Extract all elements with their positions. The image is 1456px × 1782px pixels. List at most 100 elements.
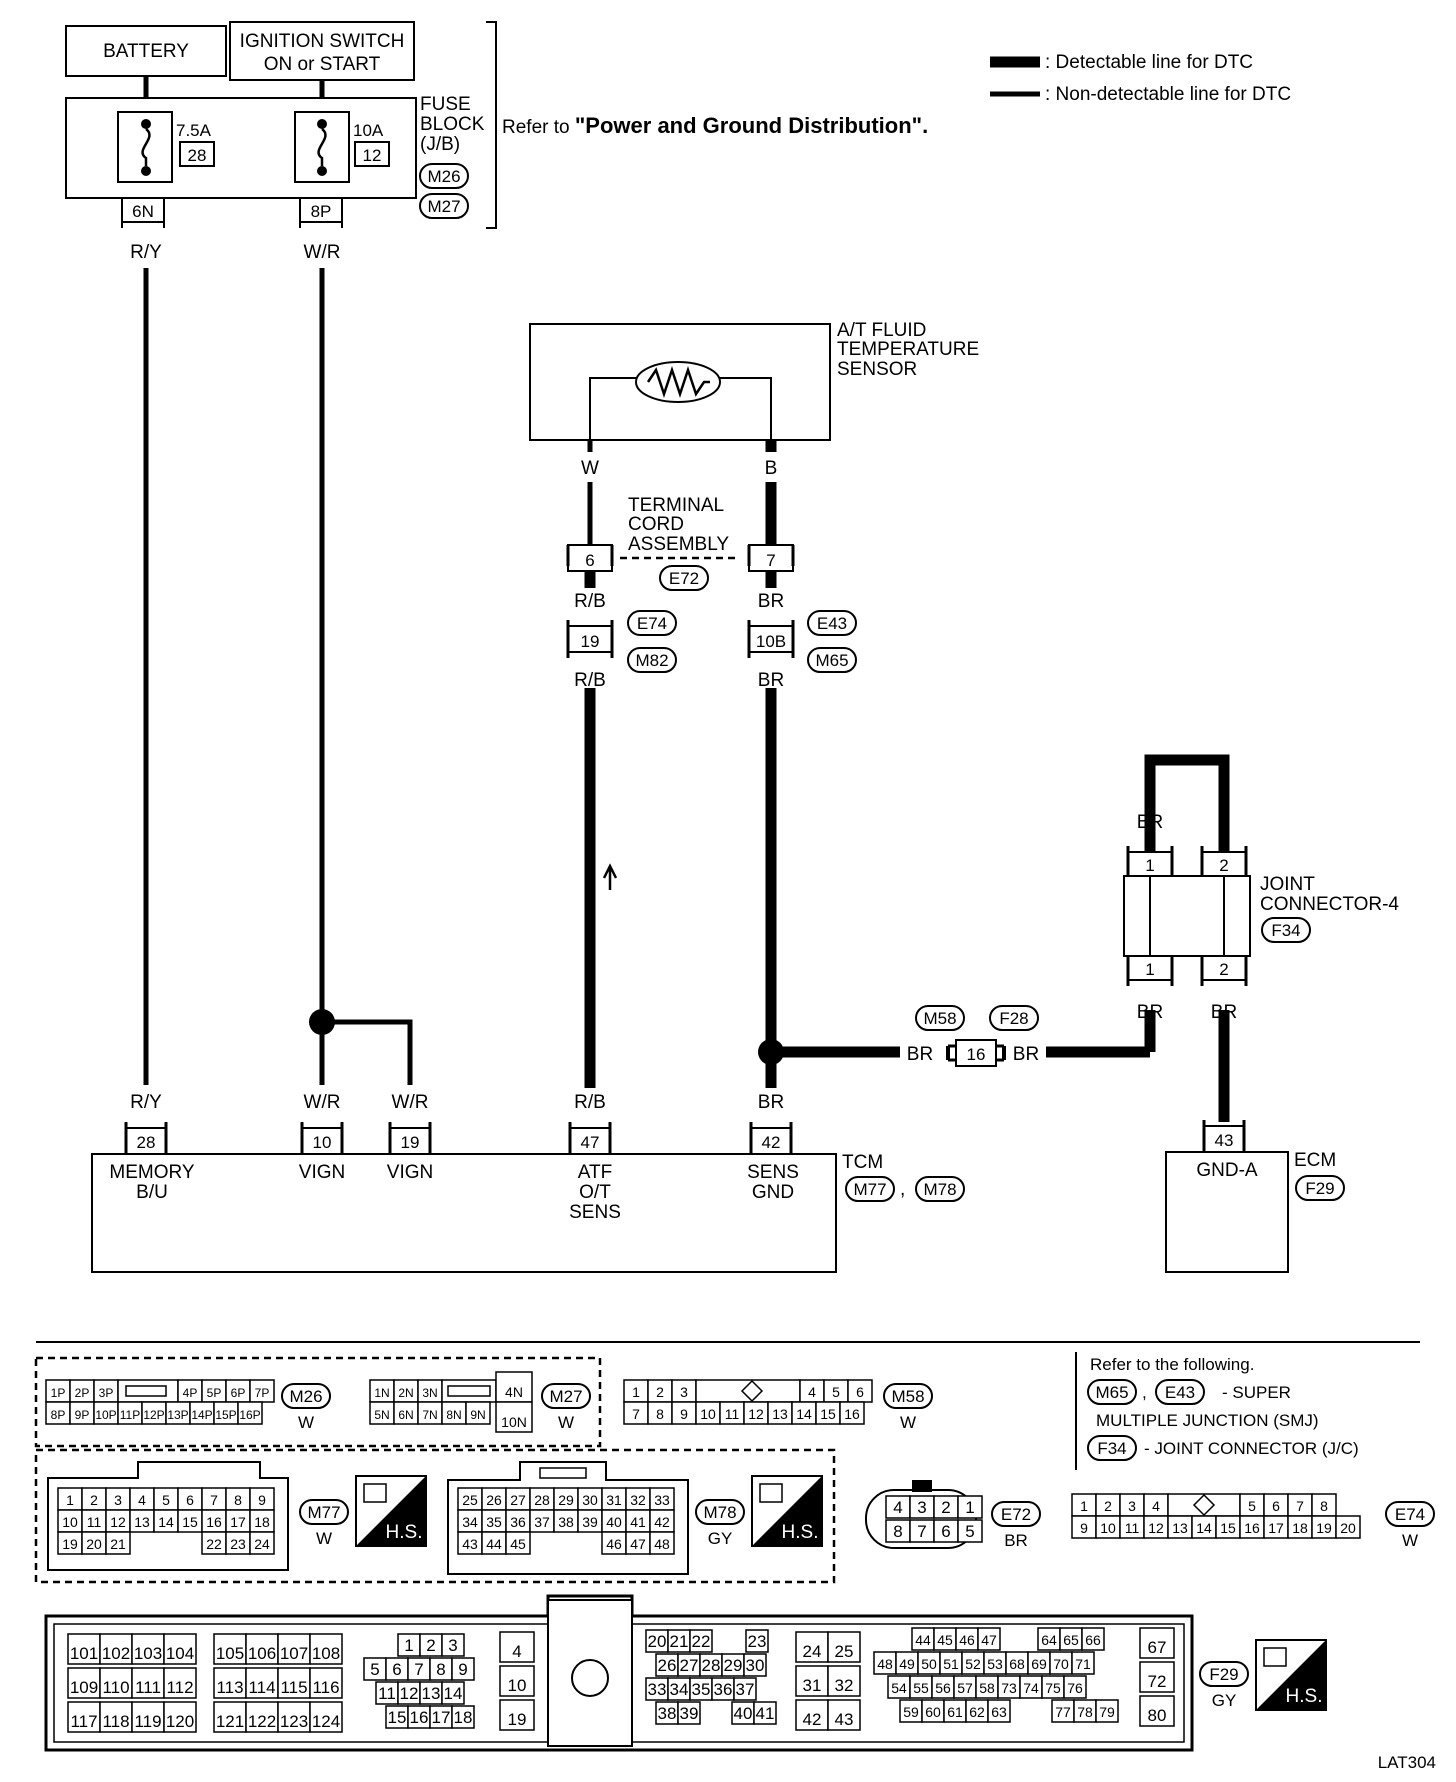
terminal-cord-label-2: CORD	[628, 514, 684, 535]
legend-detectable: : Detectable line for DTC	[1045, 52, 1253, 73]
pin-cell	[1063, 1675, 1087, 1699]
pin-cell	[743, 1653, 767, 1677]
m78-color: GY	[708, 1529, 733, 1548]
tcm-label-gnd: GND	[752, 1182, 794, 1203]
pin-label: 19	[508, 1710, 527, 1729]
pin-cell	[163, 1667, 197, 1699]
pin-label: 4	[1152, 1498, 1160, 1514]
joint-pin-1-top: 1	[1145, 856, 1154, 875]
pin-label: 19	[1316, 1520, 1332, 1536]
refer-conn-m65: M65	[1095, 1383, 1128, 1402]
pin-label: 12P	[143, 1408, 164, 1422]
smj-pin-10b: 10B	[756, 632, 786, 651]
tcm-label-vign-1: VIGN	[299, 1162, 345, 1183]
pin-label: 11	[725, 1406, 740, 1422]
m27-name: M27	[549, 1387, 582, 1406]
pin-cell	[1139, 1661, 1175, 1693]
wire-label-w: W	[581, 458, 599, 479]
pin-cell	[795, 1631, 829, 1663]
pin-label: 14	[158, 1514, 174, 1530]
pin-label: 8	[234, 1492, 242, 1508]
wire-label-br-1: BR	[758, 591, 784, 612]
fuse-block-label-3: (J/B)	[420, 134, 460, 155]
pin-label: 11	[87, 1514, 102, 1530]
mid-connector: BR M58 F28 16 BR	[907, 1005, 1039, 1067]
pin-label: 74	[1023, 1680, 1039, 1696]
pin-label: 113	[216, 1678, 243, 1697]
pin-cell	[309, 1701, 343, 1733]
pin-label: 1	[632, 1384, 640, 1400]
pin-label: 4	[893, 1498, 902, 1517]
wire-label-b: B	[765, 458, 778, 479]
pin-cell	[499, 1631, 535, 1663]
pin-label: 16	[1244, 1520, 1260, 1536]
m58-badge	[883, 1383, 933, 1409]
thermistor-symbol	[646, 366, 710, 398]
pin-cell	[795, 1699, 829, 1731]
wire-label-wr-bottom-2: W/R	[392, 1092, 429, 1113]
sensor-label-3: SENSOR	[837, 359, 917, 380]
pin-label: 17	[1268, 1520, 1284, 1536]
pin-label: 109	[70, 1678, 98, 1697]
pin-label: 57	[957, 1680, 973, 1696]
pin-label: 42	[803, 1710, 822, 1729]
pin-label: 45	[510, 1536, 526, 1552]
wire-label-rb-2: R/B	[574, 670, 606, 691]
pin-cell	[441, 1633, 465, 1657]
pin-label: 23	[748, 1632, 767, 1651]
m26-badge	[281, 1383, 331, 1409]
pin-label: 79	[1099, 1704, 1115, 1720]
ecm-pin-43: 43	[1215, 1131, 1234, 1150]
pin-cell	[495, 1401, 533, 1433]
pin-label: 115	[280, 1678, 307, 1697]
pin-label: 37	[534, 1514, 550, 1530]
tcm: R/Y W/R W/R R/B BR 28 10 19 47 42	[91, 1092, 965, 1273]
pin-label: 4P	[183, 1386, 198, 1400]
pin-label: 22	[206, 1536, 222, 1552]
pin-label: 31	[803, 1676, 822, 1695]
smj-conn-e43: E43	[817, 614, 847, 633]
tcm-pin-label: 42	[762, 1133, 781, 1152]
pin-cell	[213, 1667, 247, 1699]
pin-label: 7	[1296, 1498, 1304, 1514]
e74-name: E74	[1395, 1505, 1425, 1524]
pin-label: 44	[486, 1536, 502, 1552]
tcm-pin-label: 47	[581, 1133, 600, 1152]
tcm-conn-sep: ,	[900, 1179, 905, 1200]
ignition-label-1: IGNITION SWITCH	[240, 31, 405, 52]
hs-label: H.S.	[782, 1522, 819, 1543]
pin-label: 105	[216, 1644, 244, 1663]
pin-label: 15	[388, 1708, 407, 1727]
mid-conn-pin-16: 16	[967, 1045, 986, 1064]
pin-label: 9	[680, 1406, 688, 1422]
pin-label: 124	[312, 1712, 340, 1731]
pin-label: 2	[941, 1498, 950, 1517]
pin-cell	[1095, 1699, 1119, 1723]
tcm-label-sens2: SENS	[747, 1162, 799, 1183]
f29-color: GY	[1212, 1691, 1237, 1710]
f29-name: F29	[1209, 1665, 1238, 1684]
pin-label: 9	[258, 1492, 266, 1508]
pin-cell	[131, 1633, 165, 1665]
battery-label: BATTERY	[103, 41, 189, 62]
terminal-cord-pin-7: 7	[766, 551, 775, 570]
pin-label: 122	[248, 1712, 276, 1731]
m26-color: W	[298, 1413, 314, 1432]
pin-label: 116	[312, 1678, 339, 1697]
f29-badge	[1199, 1661, 1249, 1687]
pin-label: 2	[426, 1636, 435, 1655]
harness-side-icon: H.S.	[751, 1475, 823, 1547]
joint-body	[1123, 875, 1251, 957]
wire-label-br-mid-1: BR	[907, 1044, 933, 1065]
pin-label: 101	[70, 1644, 98, 1663]
m77-name: M77	[307, 1503, 340, 1522]
pin-label: 10	[508, 1676, 527, 1695]
pin-cell	[1071, 1651, 1095, 1675]
pin-cell	[649, 1531, 675, 1555]
pin-label: 35	[486, 1514, 502, 1530]
pin-label: 10	[700, 1406, 716, 1422]
pin-label: 24	[803, 1642, 822, 1661]
pin-label: 23	[230, 1536, 246, 1552]
refer-following: Refer to the following. M65 , E43 - SUPE…	[1075, 1352, 1359, 1470]
